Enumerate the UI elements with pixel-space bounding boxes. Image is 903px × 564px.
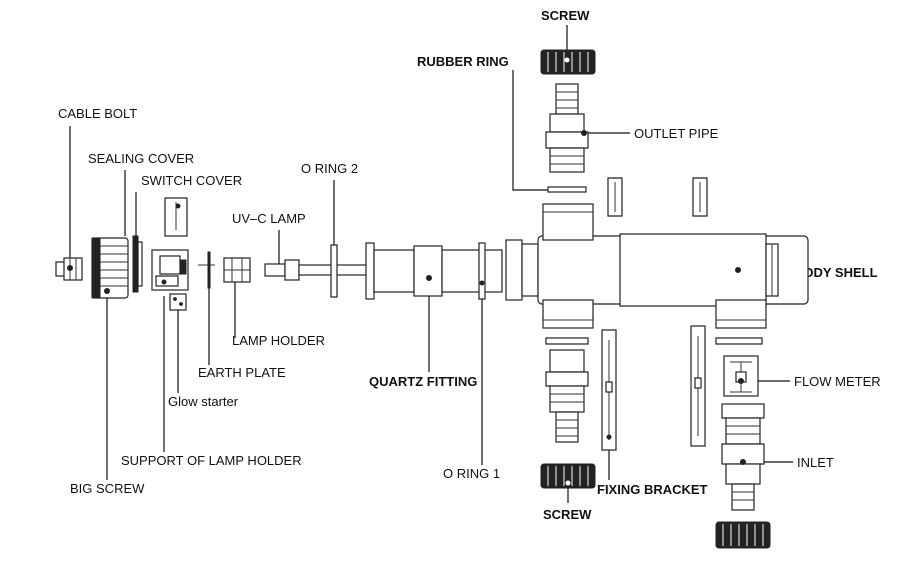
switch-cover [164,197,188,237]
outlet-pipe [545,83,589,173]
uvc-lamp [264,259,372,281]
label-support-lamp-holder: SUPPORT OF LAMP HOLDER [121,453,302,468]
big-screw [91,237,129,299]
label-flow-meter: FLOW METER [794,374,881,389]
body-shell [505,203,809,329]
screw-inlet [715,521,771,549]
quartz-fitting [365,242,503,300]
label-o-ring-2: O RING 2 [301,161,358,176]
label-outlet-pipe: OUTLET PIPE [634,126,719,141]
label-o-ring-1: O RING 1 [443,466,500,481]
label-switch-cover: SWITCH COVER [141,173,242,188]
label-quartz-fitting: QUARTZ FITTING [369,374,477,389]
label-sealing-cover: SEALING COVER [88,151,194,166]
lamp-holder [223,257,251,283]
fixing-bracket-right [690,325,706,447]
label-fixing-bracket: FIXING BRACKET [597,482,708,497]
label-glow-starter: Glow starter [168,394,239,409]
glow-starter [169,293,187,311]
label-uvc-lamp: UV–C LAMP [232,211,306,226]
label-big-screw: BIG SCREW [70,481,145,496]
earth-plate [198,251,215,289]
o-ring-2 [330,244,338,298]
label-rubber-ring: RUBBER RING [417,54,509,69]
screw-bottom [540,463,596,489]
lower-pipe [545,337,589,443]
label-inlet: INLET [797,455,834,470]
cable-bolt [55,257,83,281]
label-screw-bottom: SCREW [543,507,592,522]
rubber-ring [547,186,587,193]
label-body-shell: BODY SHELL [794,265,878,280]
label-screw-top: SCREW [541,8,590,23]
label-lamp-holder: LAMP HOLDER [232,333,325,348]
label-cable-bolt: CABLE BOLT [58,106,137,121]
sealing-cover [132,235,143,293]
o-ring-1 [478,242,486,300]
label-earth-plate: EARTH PLATE [198,365,286,380]
support-of-lamp-holder [151,249,189,291]
screw-top [540,49,596,75]
bracket-clips-top [607,177,708,217]
fixing-bracket-left [601,329,617,451]
flow-meter [715,337,763,397]
inlet-pipe [721,403,765,511]
